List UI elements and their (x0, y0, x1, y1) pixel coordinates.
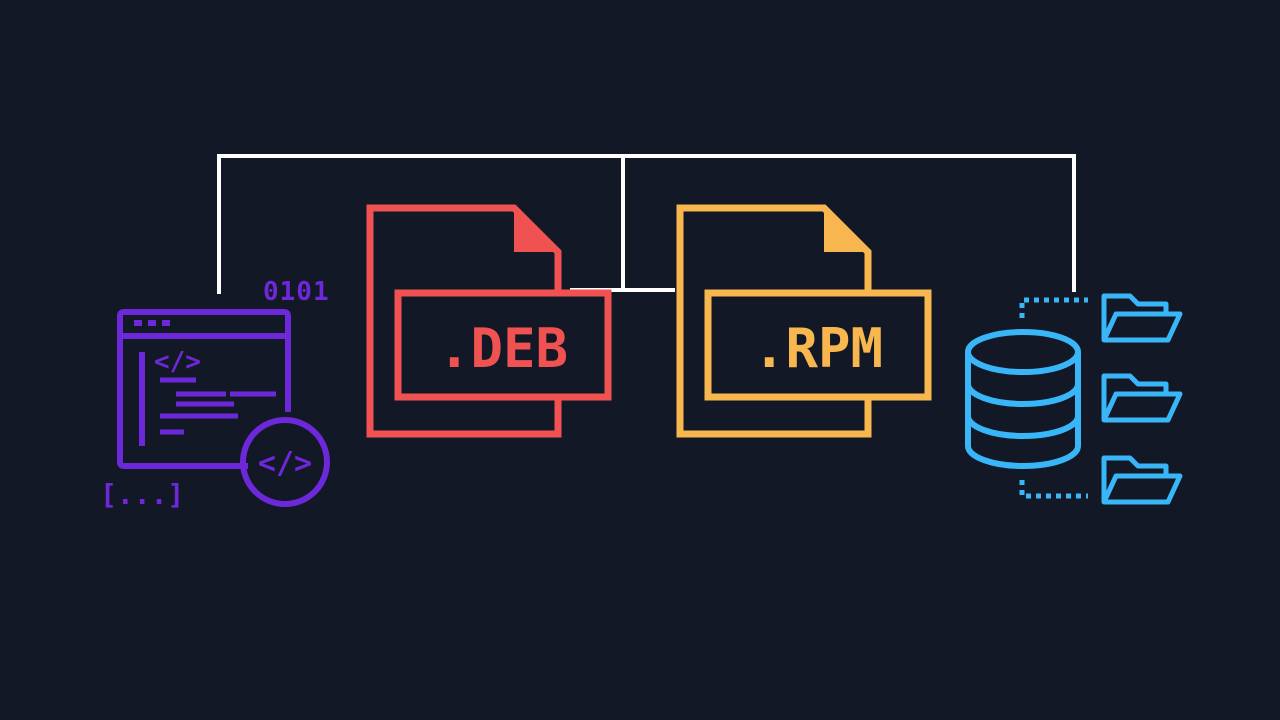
code-bracket: [...] (100, 478, 184, 511)
folder-icon (1101, 373, 1183, 423)
code-badge-circle (240, 417, 330, 507)
code-tag-small: </> (154, 347, 201, 377)
connector-lines (217, 154, 1076, 294)
folder-icon (1101, 293, 1183, 343)
deb-file-icon: .DEB (366, 204, 612, 438)
code-window-frame (117, 309, 291, 469)
code-badge-tag: </> (258, 446, 312, 481)
database-ring-1 (965, 383, 1081, 407)
folder-icons (1101, 293, 1183, 505)
database-icon (965, 329, 1081, 469)
binary-digits: 0101 (263, 277, 330, 307)
deb-label: .DEB (438, 317, 568, 380)
deb-file-corner (514, 206, 560, 252)
rpm-label: .RPM (753, 317, 883, 380)
code-lines (160, 377, 276, 435)
database-top (965, 329, 1081, 375)
dotted-links (1019, 297, 1088, 499)
database-body (965, 352, 1081, 469)
rpm-label-box (704, 289, 932, 401)
rpm-file-icon: .RPM (676, 204, 932, 438)
deb-label-box (394, 289, 612, 401)
connector-top-bar (217, 154, 1076, 294)
database-ring-2 (965, 415, 1081, 439)
titlebar-dots (134, 320, 170, 326)
rpm-file-corner (824, 206, 870, 252)
folder-icon (1101, 455, 1183, 505)
source-code-window-icon (117, 309, 330, 507)
